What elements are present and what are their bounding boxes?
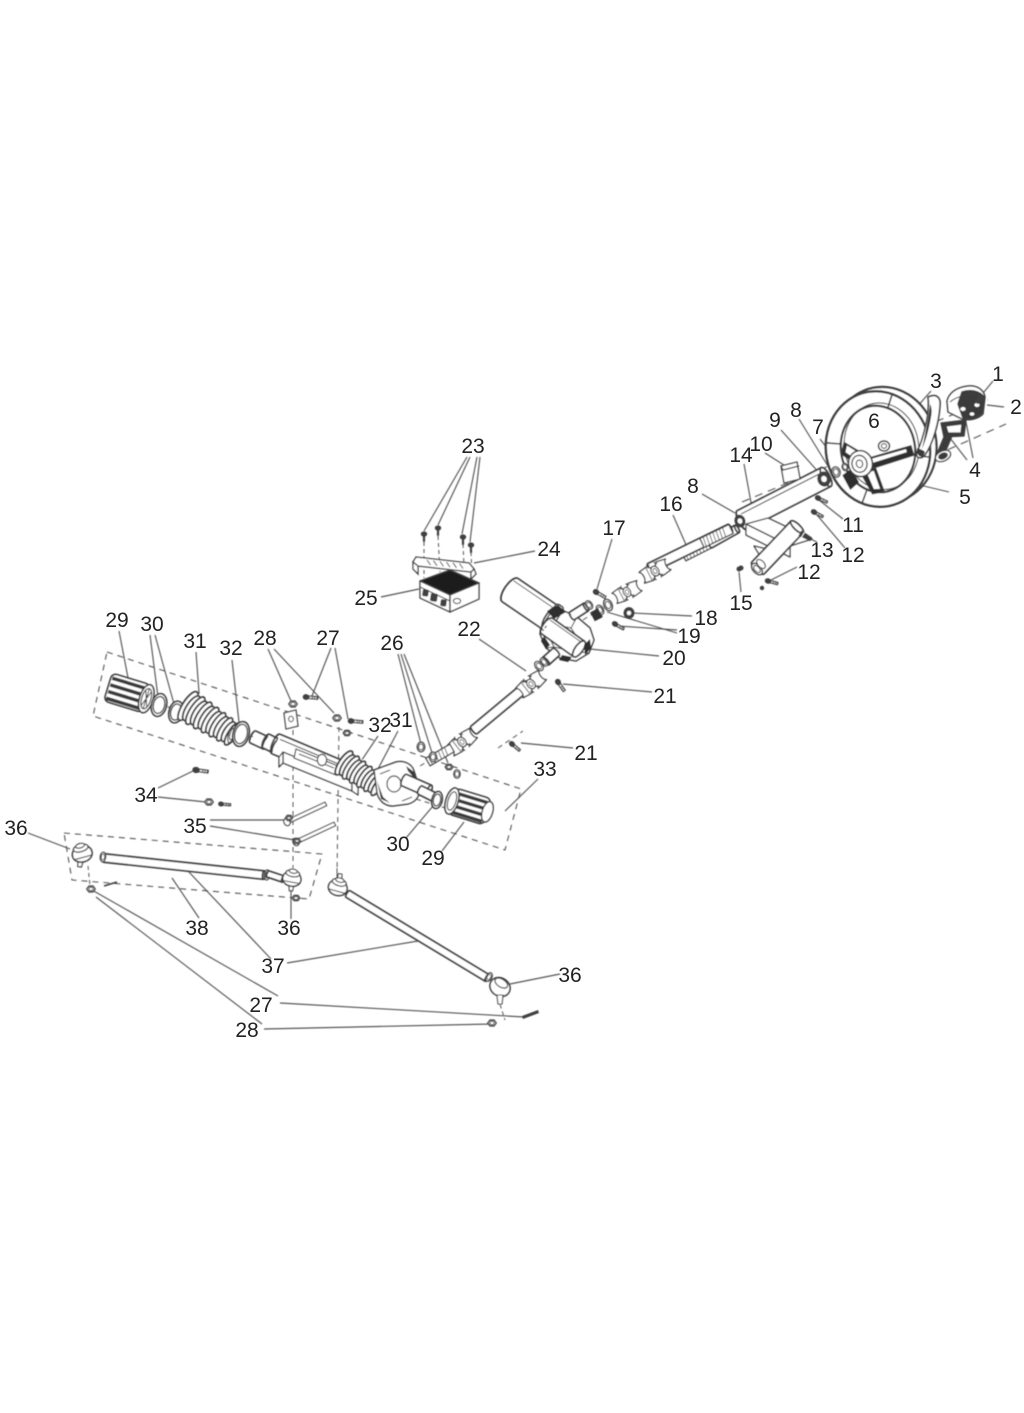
svg-text:22: 22: [457, 618, 480, 641]
svg-text:8: 8: [687, 475, 699, 498]
svg-text:29: 29: [105, 609, 128, 632]
svg-text:36: 36: [4, 817, 27, 840]
svg-text:27: 27: [249, 994, 272, 1017]
svg-text:20: 20: [662, 647, 685, 670]
svg-text:4: 4: [969, 459, 981, 482]
svg-text:36: 36: [558, 964, 581, 987]
svg-text:3: 3: [930, 370, 942, 393]
svg-text:36: 36: [277, 917, 300, 940]
svg-text:30: 30: [386, 833, 409, 856]
svg-text:2: 2: [1010, 396, 1022, 419]
svg-text:15: 15: [729, 592, 752, 615]
svg-text:12: 12: [841, 544, 864, 567]
svg-text:37: 37: [261, 955, 284, 978]
svg-text:13: 13: [810, 539, 833, 562]
svg-text:26: 26: [380, 632, 403, 655]
svg-text:11: 11: [842, 514, 864, 537]
svg-text:25: 25: [354, 587, 377, 610]
svg-text:28: 28: [235, 1019, 258, 1042]
svg-text:30: 30: [140, 613, 163, 636]
svg-text:10: 10: [749, 433, 772, 456]
svg-text:9: 9: [769, 409, 781, 432]
svg-text:12: 12: [797, 561, 820, 584]
svg-text:7: 7: [812, 416, 824, 439]
svg-text:34: 34: [134, 784, 158, 807]
svg-text:21: 21: [574, 742, 597, 765]
svg-text:16: 16: [659, 493, 682, 516]
svg-text:33: 33: [533, 758, 556, 781]
svg-text:24: 24: [537, 538, 561, 561]
svg-text:5: 5: [959, 486, 971, 509]
svg-text:29: 29: [421, 847, 444, 870]
svg-text:1: 1: [992, 363, 1004, 386]
svg-text:19: 19: [677, 625, 700, 648]
svg-text:32: 32: [368, 714, 391, 737]
svg-text:23: 23: [461, 435, 484, 458]
svg-text:17: 17: [602, 517, 625, 540]
svg-text:6: 6: [868, 410, 880, 433]
svg-text:21: 21: [653, 685, 676, 708]
svg-text:8: 8: [790, 399, 802, 422]
svg-text:18: 18: [694, 607, 717, 630]
svg-text:31: 31: [183, 630, 206, 653]
svg-text:28: 28: [253, 627, 276, 650]
svg-text:14: 14: [729, 444, 753, 467]
svg-text:38: 38: [185, 917, 208, 940]
svg-text:31: 31: [389, 709, 412, 732]
svg-text:35: 35: [183, 815, 206, 838]
svg-text:32: 32: [219, 637, 242, 660]
svg-text:27: 27: [316, 627, 339, 650]
